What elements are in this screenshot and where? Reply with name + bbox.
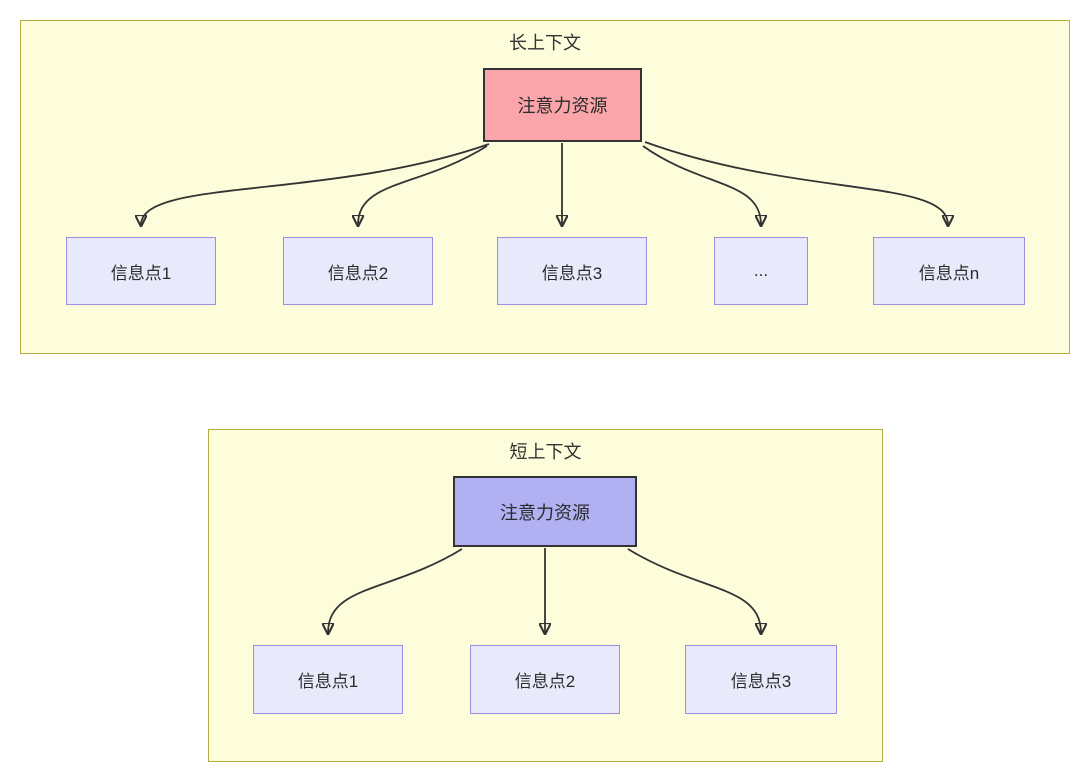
long-context-info-node-ellipsis: ... [714, 237, 808, 305]
long-context-info-node-n: 信息点n [873, 237, 1025, 305]
info-node-label: 信息点1 [297, 672, 359, 691]
info-node-label: 信息点n [918, 263, 980, 283]
info-node-label: ... [753, 261, 769, 280]
info-node-label: 信息点2 [327, 263, 389, 283]
short-context-info-node-2: 信息点2 [470, 645, 620, 714]
long-context-attention-node: 注意力资源 [483, 68, 642, 142]
long-context-attention-label: 注意力资源 [517, 96, 608, 116]
short-context-title: 短上下文 [509, 442, 582, 462]
long-context-info-node-3: 信息点3 [497, 237, 647, 305]
info-node-label: 信息点1 [110, 263, 172, 283]
info-node-label: 信息点2 [514, 672, 576, 691]
short-context-attention-label: 注意力资源 [500, 502, 590, 523]
long-context-info-node-2: 信息点2 [283, 237, 433, 305]
info-node-label: 信息点3 [730, 672, 792, 691]
short-context-info-node-3: 信息点3 [685, 645, 837, 714]
short-context-attention-node: 注意力资源 [453, 476, 637, 547]
short-context-info-node-1: 信息点1 [253, 645, 403, 714]
long-context-title: 长上下文 [509, 33, 581, 53]
long-context-info-node-1: 信息点1 [66, 237, 216, 305]
info-node-label: 信息点3 [541, 263, 603, 283]
